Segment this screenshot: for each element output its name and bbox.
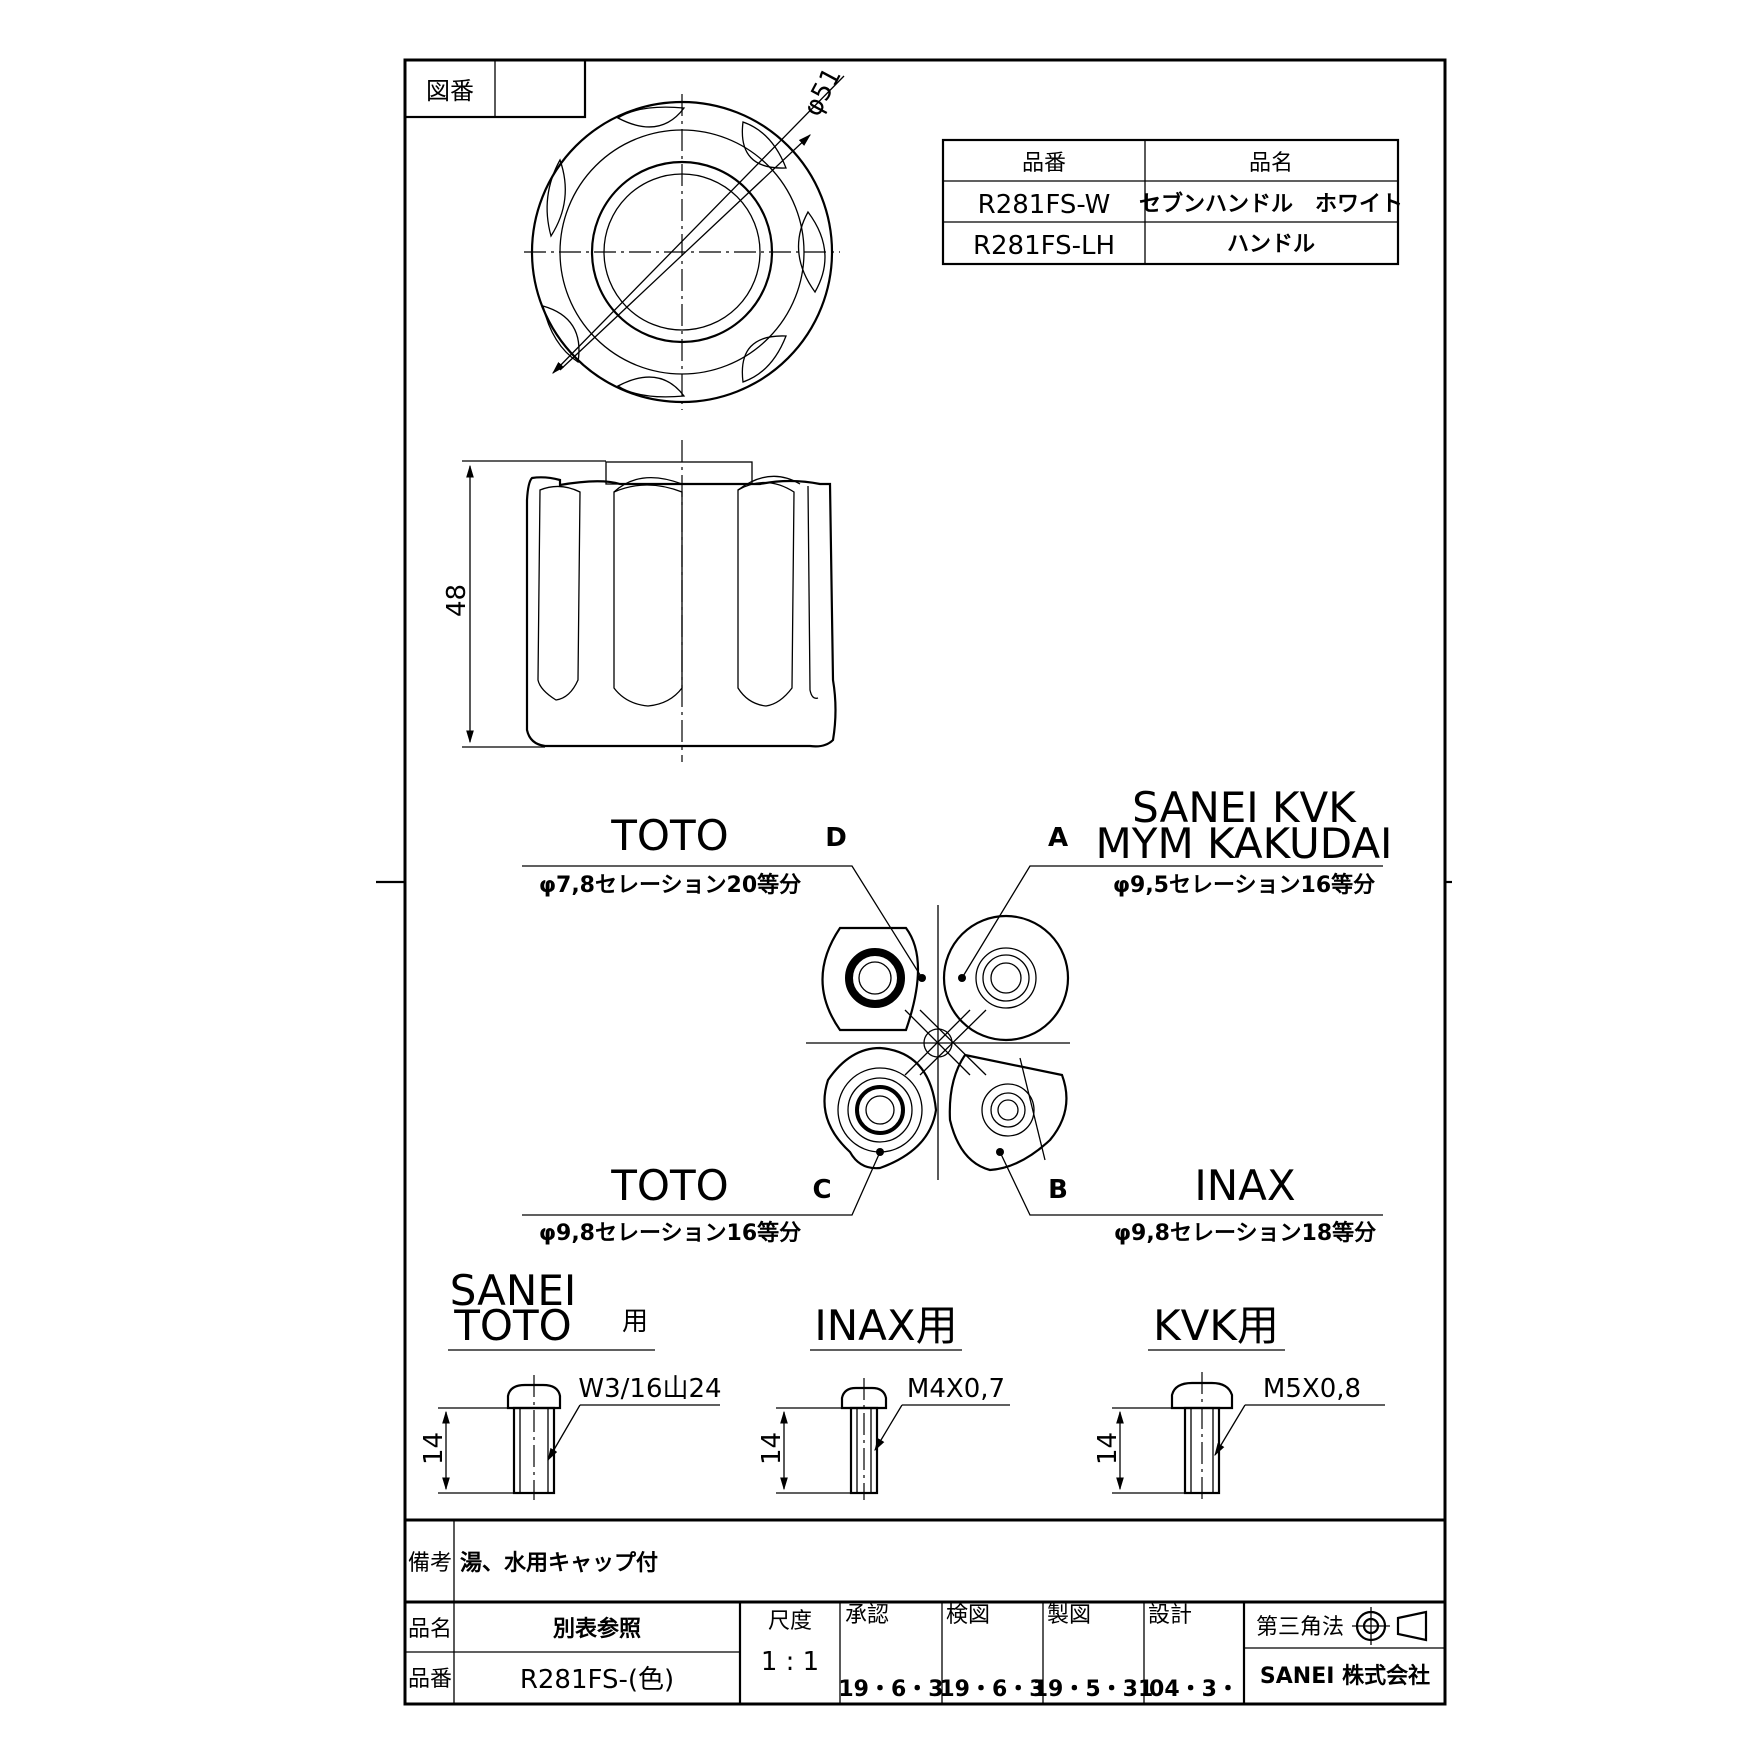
parts-table-header-name: 品名: [1249, 151, 1293, 176]
company-name: SANEI 株式会社: [1260, 1663, 1430, 1689]
screw-2-thread: M4X0,7: [907, 1374, 1005, 1404]
checked-date: 19・6・3: [939, 1677, 1044, 1702]
screw-3-thread: M5X0,8: [1263, 1374, 1361, 1404]
screw-sanei-toto: SANEI TOTO 用 W3/16山24 14: [419, 1266, 722, 1500]
adapter-c-spec: φ9,8セレーション16等分: [539, 1220, 801, 1246]
parts-table-header-code: 品番: [1022, 151, 1066, 176]
adapter-a-letter: A: [1048, 823, 1068, 853]
handle-side-view: 48: [442, 440, 837, 762]
scale-label: 尺度: [768, 1609, 812, 1634]
screw-2-title: INAX用: [814, 1301, 957, 1350]
approved-label: 承認: [845, 1603, 889, 1628]
adapter-c-letter: C: [812, 1175, 831, 1205]
code-label: 品番: [408, 1667, 452, 1692]
adapter-d-spec: φ7,8セレーション20等分: [539, 872, 801, 898]
third-angle-projection-icon: [1352, 1607, 1428, 1645]
handle-top-view: φ51: [524, 63, 848, 410]
screw-kvk: KVK用 M5X0,8 14: [1093, 1301, 1385, 1500]
designed-date: 04・3・: [1149, 1677, 1239, 1702]
parts-table-row2-code: R281FS-LH: [973, 231, 1115, 261]
adapter-b-makers: INAX: [1194, 1161, 1295, 1210]
code-value: R281FS-(色): [520, 1665, 674, 1695]
adapter-d-letter: D: [825, 823, 847, 853]
scale-value: 1 : 1: [761, 1647, 819, 1677]
adapter-view: [522, 865, 1383, 1216]
adapter-b-letter: B: [1048, 1175, 1068, 1205]
screw-1-thread: W3/16山24: [578, 1374, 721, 1404]
adapter-c-makers: TOTO: [610, 1161, 728, 1210]
screw-1-title-line1: SANEI: [450, 1266, 577, 1315]
drawn-date: 19・5・31: [1033, 1677, 1154, 1702]
screw-1-suffix: 用: [622, 1307, 648, 1337]
screw-1-title-line2: TOTO: [453, 1301, 571, 1350]
screw-3-title: KVK用: [1153, 1301, 1279, 1350]
remarks-text: 湯、水用キャップ付: [460, 1551, 658, 1576]
adapter-b-spec: φ9,8セレーション18等分: [1114, 1220, 1376, 1246]
parts-table-row1-code: R281FS-W: [978, 190, 1111, 220]
screw-3-length: 14: [1093, 1432, 1123, 1465]
adapter-a-makers-line1: SANEI KVK: [1132, 783, 1357, 832]
drawing-number-box: 図番: [403, 58, 587, 119]
drawn-label: 製図: [1047, 1603, 1091, 1628]
parts-table-row2-name: ハンドル: [1227, 232, 1315, 257]
parts-table-row1-name: セブンハンドル ホワイト: [1139, 191, 1403, 217]
name-value: 別表参照: [553, 1616, 641, 1642]
adapter-a-spec: φ9,5セレーション16等分: [1113, 872, 1375, 898]
approved-date: 19・6・3: [838, 1677, 943, 1702]
title-block: 備考 湯、水用キャップ付 品名 別表参照 品番 R281FS-(色) 尺度 1 …: [405, 1518, 1445, 1704]
remarks-label: 備考: [408, 1551, 452, 1576]
screw-1-length: 14: [419, 1432, 449, 1465]
drawing-number-label: 図番: [426, 77, 474, 105]
height-dimension: 48: [442, 584, 472, 617]
projection-label: 第三角法: [1256, 1615, 1344, 1640]
diameter-dimension: φ51: [798, 63, 848, 121]
screw-2-length: 14: [757, 1432, 787, 1465]
name-label: 品名: [408, 1617, 452, 1642]
parts-table: 品番 品名 R281FS-W セブンハンドル ホワイト R281FS-LH ハン…: [941, 138, 1403, 266]
screw-inax: INAX用 M4X0,7 14: [757, 1301, 1010, 1500]
checked-label: 検図: [946, 1603, 990, 1628]
designed-label: 設計: [1148, 1603, 1192, 1628]
adapter-a-makers-line2: MYM KAKUDAI: [1096, 819, 1393, 868]
adapter-d-makers: TOTO: [610, 811, 728, 860]
